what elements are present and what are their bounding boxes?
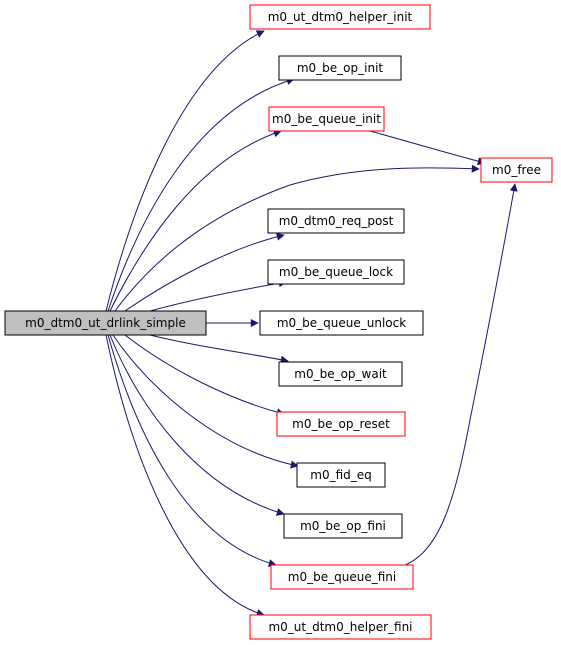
edge-line — [149, 279, 287, 312]
node-helper-fini[interactable]: m0_ut_dtm0_helper_fini — [249, 614, 432, 640]
node-label: m0_free — [492, 163, 541, 177]
node-label: m0_dtm0_req_post — [279, 214, 394, 228]
edge-root-to-helper-init — [105, 30, 265, 312]
node-queue-init[interactable]: m0_be_queue_init — [268, 106, 385, 132]
node-root: m0_dtm0_ut_drlink_simple — [4, 310, 207, 336]
edges-layer — [105, 30, 518, 617]
node-box — [4, 310, 207, 336]
node-queue-lock: m0_be_queue_lock — [267, 259, 405, 285]
edge-root-to-free — [114, 164, 480, 312]
node-free[interactable]: m0_free — [480, 157, 553, 183]
edge-line — [124, 334, 285, 417]
edge-root-to-queue-init — [109, 129, 282, 312]
node-req-post: m0_dtm0_req_post — [267, 208, 405, 234]
nodes-layer: m0_dtm0_ut_drlink_simple m0_ut_dtm0_helpe… — [4, 4, 553, 640]
node-box — [480, 157, 553, 183]
edge-line — [404, 183, 518, 566]
node-label: m0_fid_eq — [310, 468, 372, 482]
edge-line — [124, 232, 285, 312]
edge-line — [107, 77, 295, 312]
node-label: m0_dtm0_ut_drlink_simple — [25, 316, 186, 330]
node-label: m0_be_queue_init — [272, 112, 381, 126]
edge-root-to-op-reset — [124, 334, 285, 417]
node-box — [270, 564, 414, 590]
edge-queue-init-to-free — [369, 130, 486, 166]
node-box — [268, 106, 385, 132]
edge-root-to-fid-eq — [112, 334, 299, 469]
node-op-reset[interactable]: m0_be_op_reset — [276, 411, 406, 437]
node-label: m0_be_queue_unlock — [277, 316, 406, 330]
node-op-init: m0_be_op_init — [278, 55, 402, 81]
node-box — [267, 208, 405, 234]
node-box — [249, 614, 432, 640]
edge-line — [369, 130, 486, 166]
node-label: m0_be_op_init — [297, 61, 384, 75]
node-queue-fini[interactable]: m0_be_queue_fini — [270, 564, 414, 590]
node-box — [278, 55, 402, 81]
node-queue-unlock: m0_be_queue_unlock — [259, 310, 424, 336]
node-label: m0_be_op_reset — [292, 417, 390, 431]
edge-root-to-helper-fini — [105, 334, 265, 617]
node-box — [283, 513, 403, 539]
node-box — [278, 361, 403, 387]
edge-line — [112, 334, 299, 469]
node-helper-init[interactable]: m0_ut_dtm0_helper_init — [249, 4, 431, 30]
node-box — [267, 259, 405, 285]
edge-line — [109, 129, 282, 312]
edge-root-to-op-fini — [109, 334, 285, 516]
edge-root-to-op-init — [107, 77, 295, 312]
node-label: m0_be_queue_fini — [288, 570, 396, 584]
edge-line — [109, 334, 285, 516]
node-box — [249, 4, 431, 30]
node-label: m0_be_op_wait — [294, 367, 387, 381]
node-label: m0_ut_dtm0_helper_fini — [268, 620, 412, 634]
node-box — [276, 411, 406, 437]
edge-root-to-req-post — [124, 232, 285, 312]
node-box — [259, 310, 424, 336]
edge-root-to-queue-lock — [149, 279, 287, 312]
edge-queue-fini-to-free — [404, 183, 518, 566]
edge-root-to-op-wait — [149, 334, 289, 364]
node-fid-eq: m0_fid_eq — [296, 462, 386, 488]
edge-root-to-queue-fini — [107, 334, 277, 567]
edge-line — [149, 334, 289, 364]
node-box — [296, 462, 386, 488]
node-label: m0_be_op_fini — [300, 519, 386, 533]
node-op-fini: m0_be_op_fini — [283, 513, 403, 539]
edge-line — [105, 30, 265, 312]
edge-line — [105, 334, 265, 617]
node-op-wait: m0_be_op_wait — [278, 361, 403, 387]
node-label: m0_be_queue_lock — [279, 265, 393, 279]
edge-line — [107, 334, 277, 567]
node-label: m0_ut_dtm0_helper_init — [268, 10, 413, 24]
edge-line — [114, 164, 480, 312]
